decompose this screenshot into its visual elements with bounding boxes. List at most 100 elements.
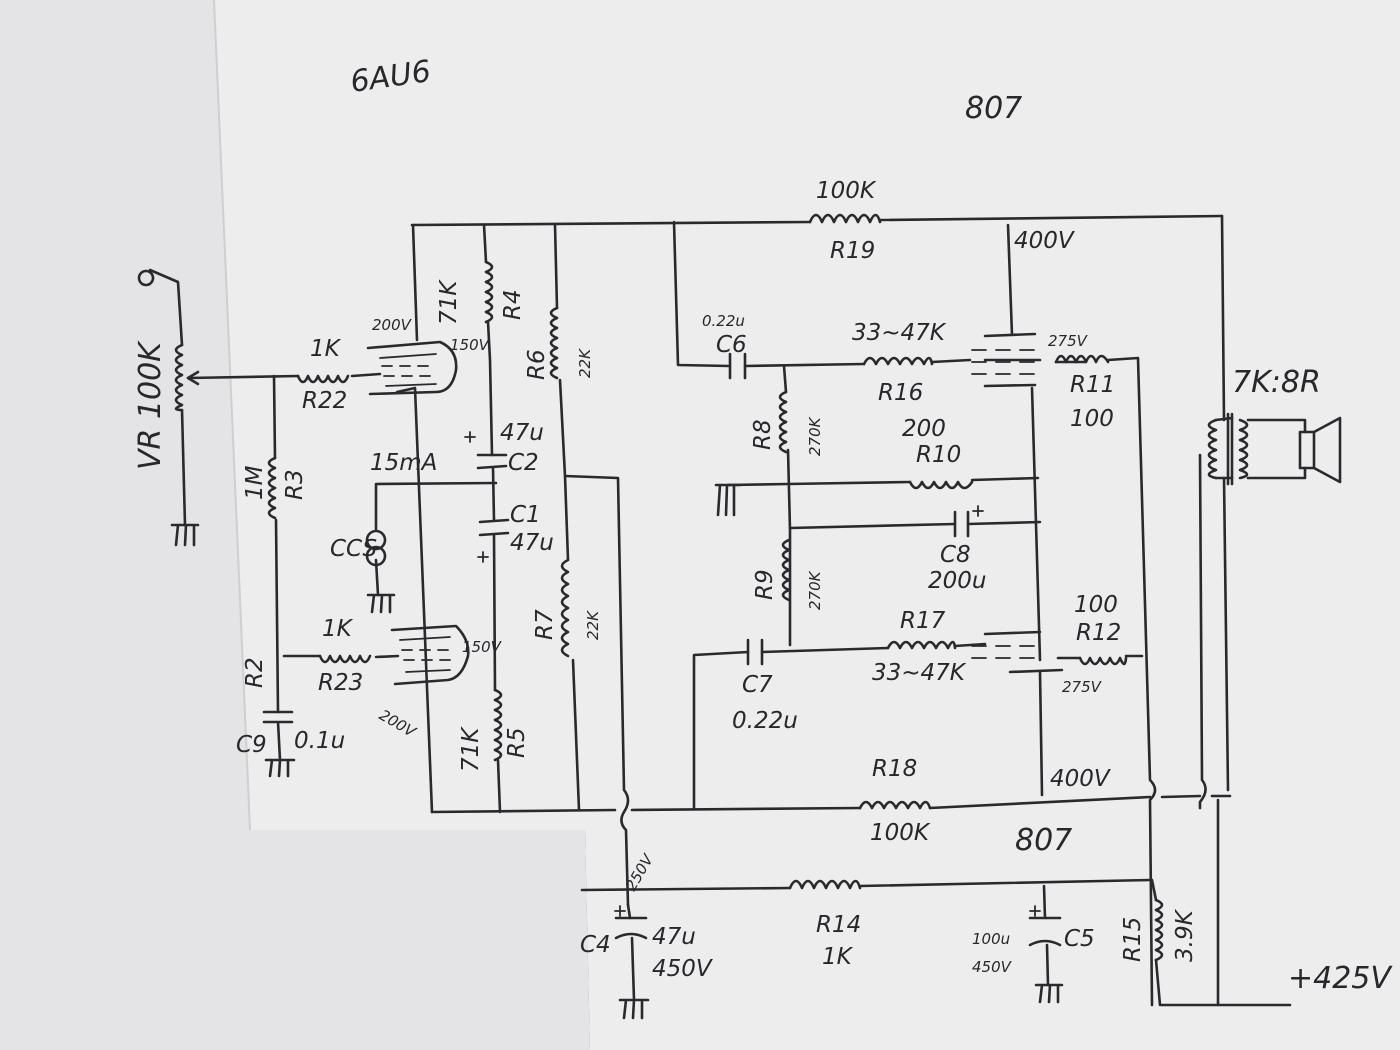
r18-value: 100K <box>870 820 931 846</box>
r7-value: 22K <box>584 610 602 640</box>
c7-value: 0.22u <box>732 708 798 734</box>
r6-value: 22K <box>576 348 594 378</box>
input-jack <box>137 269 155 287</box>
capacitor-c7 <box>746 638 764 666</box>
vr-label: VR 100K <box>133 340 168 470</box>
r17-ref: R17 <box>900 608 946 634</box>
r5-ref: R5 <box>504 727 530 758</box>
r14-value: 1K <box>822 944 854 970</box>
r18-ref: R18 <box>872 756 917 782</box>
ccs-source <box>365 529 387 567</box>
paper-edge <box>213 0 251 831</box>
r10-ref: R10 <box>916 442 961 468</box>
tube-v3-807 <box>971 332 1037 388</box>
c9-ref: C9 <box>236 732 267 758</box>
c4-value: 47u <box>652 924 696 950</box>
ccs-ref: CCS <box>330 536 377 562</box>
r8-value: 270K <box>806 416 824 456</box>
r4-ref: R4 <box>500 289 526 320</box>
resistor-r22 <box>296 374 350 384</box>
resistor-r8 <box>778 390 788 454</box>
r9-ref: R9 <box>752 569 778 600</box>
r22-ref: R22 <box>302 388 347 414</box>
resistor-r14 <box>788 879 862 890</box>
c6-ref: C6 <box>716 332 747 358</box>
resistor-r7 <box>560 558 570 658</box>
r23-ref: R23 <box>318 670 363 696</box>
v1-screen-voltage: 150V <box>450 336 491 354</box>
c5-ref: C5 <box>1064 926 1095 952</box>
resistor-r11 <box>1054 354 1110 364</box>
r14-ref: R14 <box>816 912 861 938</box>
r12-screen-voltage: 275V <box>1062 678 1103 696</box>
c1-ref: C1 <box>510 502 541 528</box>
resistor-r17 <box>886 640 957 650</box>
tube-output-top-label: 807 <box>965 91 1022 126</box>
potentiometer-vr <box>174 343 184 412</box>
r8-ref: R8 <box>750 419 776 450</box>
c2-value: 47u <box>500 420 544 446</box>
c1-value: 47u <box>510 530 554 556</box>
v2-screen-voltage: 150V <box>462 638 503 656</box>
capacitor-c8 <box>953 510 970 538</box>
resistor-r23 <box>318 654 372 664</box>
r12-value: 100 <box>1074 592 1118 618</box>
paper-sheet-lower <box>0 0 590 1050</box>
capacitor-c5 <box>1028 916 1062 947</box>
r19-ref: R19 <box>830 238 875 264</box>
resistor-r12 <box>1078 656 1128 666</box>
node-400v-top: 400V <box>1014 228 1076 254</box>
c7-ref: C7 <box>742 672 773 698</box>
r7-ref: R7 <box>532 609 558 640</box>
c9-value: 0.1u <box>294 728 345 754</box>
resistor-r19 <box>808 213 882 224</box>
components <box>137 213 1342 1020</box>
resistor-r9 <box>781 538 791 602</box>
v1-plate-voltage: 200V <box>372 316 413 334</box>
r15-value: 3.9K <box>1172 908 1198 962</box>
node-400v-bottom: 400V <box>1050 766 1112 792</box>
r19-value: 100K <box>816 178 877 204</box>
resistor-r10 <box>908 480 974 490</box>
c5-voltage: 450V <box>972 958 1013 976</box>
ccs-current: 15mA <box>370 450 437 476</box>
resistor-r15 <box>1154 898 1164 962</box>
c5-value: 100u <box>972 930 1010 948</box>
transformer-ratio: 7K:8R <box>1232 365 1321 400</box>
r4-value: 71K <box>436 279 462 325</box>
r15-ref: R15 <box>1120 917 1146 962</box>
r16-ref: R16 <box>878 380 923 406</box>
c8-value: 200u <box>928 568 986 594</box>
c2-ref: C2 <box>508 450 539 476</box>
capacitor-c6 <box>728 352 747 380</box>
c4-voltage: 450V <box>652 956 714 982</box>
r11-value: 100 <box>1070 406 1114 432</box>
capacitor-c2 <box>476 453 508 470</box>
resistor-r6 <box>549 306 559 380</box>
tube-v4-807 <box>971 630 1064 674</box>
r5-value: 71K <box>458 726 484 772</box>
c4-ref: C4 <box>580 932 611 958</box>
speaker-icon <box>1298 416 1342 484</box>
r23-value: 1K <box>322 616 354 642</box>
c6-value: 0.22u <box>702 312 745 330</box>
paper-sheet-upper <box>214 0 1400 1050</box>
r3-value: 1M <box>242 465 268 500</box>
resistor-r16 <box>862 356 934 366</box>
r17-value: 33~47K <box>872 660 967 686</box>
capacitor-c9 <box>262 710 294 762</box>
r9-value: 270K <box>806 570 824 610</box>
r12-ref: R12 <box>1076 620 1121 646</box>
capacitor-c1 <box>478 518 510 537</box>
r2-ref: R2 <box>242 657 268 688</box>
r11-screen-voltage: 275V <box>1048 332 1089 350</box>
r16-value: 33~47K <box>852 320 947 346</box>
resistor-r3 <box>267 456 277 520</box>
r10-value: 200 <box>902 416 946 442</box>
output-transformer <box>1207 412 1307 486</box>
r3-ref: R3 <box>282 469 308 500</box>
tube-v1-6au6 <box>366 340 458 396</box>
capacitor-c4 <box>614 916 648 940</box>
resistor-r4 <box>484 260 494 324</box>
